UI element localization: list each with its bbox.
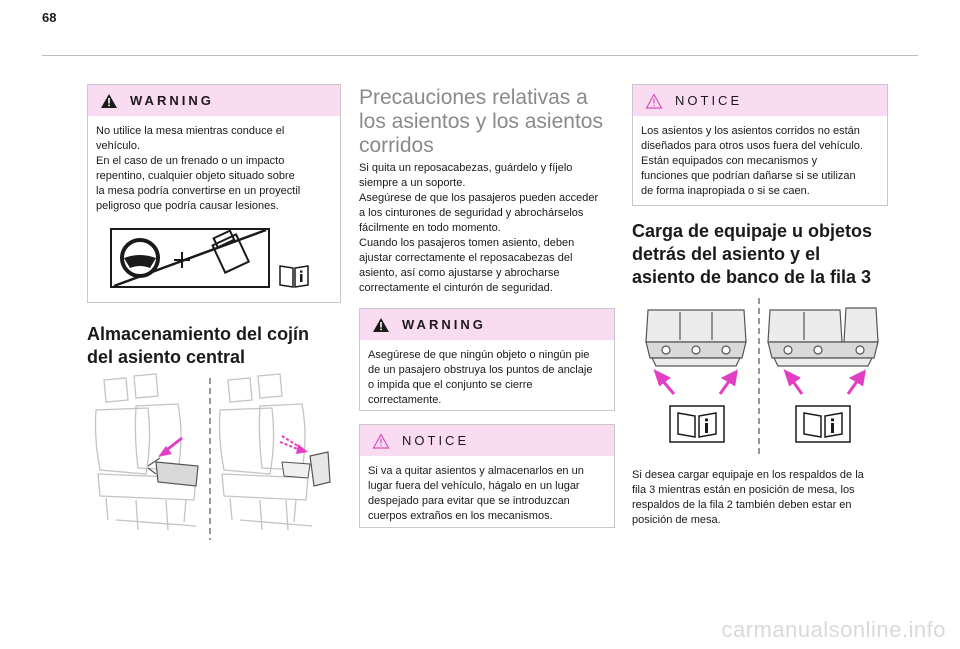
watermark: carmanualsonline.info bbox=[721, 617, 946, 642]
manual-book-icon bbox=[795, 405, 851, 443]
text-line: ajustar correctamente el reposacabezas d… bbox=[359, 252, 573, 264]
title-line: Carga de equipaje u objetos bbox=[632, 221, 873, 241]
text-line: asiento, así como ajustarse y abrocharse bbox=[359, 267, 560, 279]
text-line: respaldos de la fila 2 también deben est… bbox=[632, 499, 852, 511]
text-line: Asegúrese de que los pasajeros pueden ac… bbox=[359, 192, 599, 204]
text-line: Si va a quitar asientos y almacenarlos e… bbox=[368, 465, 584, 477]
text-line: de forma inapropiada o si se caen. bbox=[641, 185, 810, 197]
no-table-while-driving-icon bbox=[110, 228, 270, 288]
text-line: posición de mesa. bbox=[632, 514, 721, 526]
notice-box-seat-removal: NOTICE Si va a quitar asientos y almacen… bbox=[359, 424, 615, 528]
title-line: detrás del asiento y el bbox=[632, 244, 821, 264]
row3-seatback-luggage-illustration bbox=[645, 298, 879, 454]
notice-label: NOTICE bbox=[402, 433, 470, 448]
text-line: Si quita un reposacabezas, guárdelo y fí… bbox=[359, 162, 573, 174]
text-line: correctamente el cinturón de seguridad. bbox=[359, 282, 553, 294]
notice-text: Los asientos y los asientos corridos no … bbox=[633, 116, 887, 199]
top-divider bbox=[42, 55, 918, 56]
text-line: En el caso de un frenado o un impacto bbox=[96, 155, 285, 167]
text-line: siempre a un soporte. bbox=[359, 177, 466, 189]
text-line: Están equipados con mecanismos y bbox=[641, 155, 818, 167]
manual-book-icon bbox=[669, 405, 725, 443]
title-line: del asiento central bbox=[87, 347, 246, 367]
text-line: a los cinturones de seguridad y abrochár… bbox=[359, 207, 584, 219]
text-line: Cuando los pasajeros tomen asiento, debe… bbox=[359, 237, 575, 249]
text-line: Asegúrese de que ningún objeto o ningún … bbox=[368, 349, 590, 361]
section-title-cushion-storage: Almacenamiento del cojín del asiento cen… bbox=[87, 323, 309, 369]
warning-label: WARNING bbox=[130, 93, 214, 108]
text-line: peligroso que podría causar lesiones. bbox=[96, 200, 279, 212]
page-number: 68 bbox=[42, 10, 57, 25]
section-title-seat-precautions: Precauciones relativas a los asientos y … bbox=[359, 86, 603, 158]
text-line: Los asientos y los asientos corridos no … bbox=[641, 125, 860, 137]
warning-header: WARNING bbox=[88, 85, 340, 116]
text-line: o impida que el conjunto se cierre bbox=[368, 379, 533, 391]
notice-box-seat-usage: NOTICE Los asientos y los asientos corri… bbox=[632, 84, 888, 206]
text-line: Si desea cargar equipaje en los respaldo… bbox=[632, 469, 864, 481]
warning-box-table: WARNING No utilice la mesa mientras cond… bbox=[87, 84, 341, 303]
notice-header: NOTICE bbox=[633, 85, 887, 116]
text-line: vehículo. bbox=[96, 140, 141, 152]
text-line: No utilice la mesa mientras conduce el bbox=[96, 125, 285, 137]
text-line: repentino, cualquier objeto situado sobr… bbox=[96, 170, 295, 182]
text-line: correctamente. bbox=[368, 394, 442, 406]
manual-book-icon bbox=[279, 265, 309, 288]
notice-triangle-icon bbox=[372, 432, 390, 449]
notice-triangle-icon bbox=[645, 92, 663, 109]
warning-text: No utilice la mesa mientras conduce el v… bbox=[88, 116, 340, 214]
text-line: fácilmente en todo momento. bbox=[359, 222, 501, 234]
precautions-paragraph: Si quita un reposacabezas, guárdelo y fí… bbox=[359, 161, 598, 296]
warning-triangle-icon bbox=[101, 93, 117, 108]
title-line: Almacenamiento del cojín bbox=[87, 324, 310, 344]
notice-header: NOTICE bbox=[360, 425, 614, 456]
text-line: funciones que podrían dañarse si se util… bbox=[641, 170, 856, 182]
text-line: de un pasajero obstruya los puntos de an… bbox=[368, 364, 593, 376]
title-line: asiento de banco de la fila 3 bbox=[632, 267, 872, 287]
title-line: Precauciones relativas a bbox=[359, 86, 588, 109]
warning-triangle-icon bbox=[373, 317, 389, 332]
title-line: corridos bbox=[359, 134, 434, 157]
warning-text: Asegúrese de que ningún objeto o ningún … bbox=[360, 340, 614, 408]
warning-box-anchorage: WARNING Asegúrese de que ningún objeto o… bbox=[359, 308, 615, 411]
text-line: diseñados para otros usos fuera del vehí… bbox=[641, 140, 863, 152]
text-line: despejado para evitar que se introduzcan bbox=[368, 495, 570, 507]
notice-text: Si va a quitar asientos y almacenarlos e… bbox=[360, 456, 614, 524]
text-line: cuerpos extraños en los mecanismos. bbox=[368, 510, 553, 522]
warning-label: WARNING bbox=[402, 317, 486, 332]
luggage-paragraph: Si desea cargar equipaje en los respaldo… bbox=[632, 468, 864, 528]
notice-label: NOTICE bbox=[675, 93, 743, 108]
section-title-luggage-loading: Carga de equipaje u objetos detrás del a… bbox=[632, 220, 872, 289]
text-line: fila 3 mientras están en posición de mes… bbox=[632, 484, 855, 496]
text-line: la mesa podría convertirse en un proyect… bbox=[96, 185, 301, 197]
text-line: lugar fuera del vehículo, hágalo en un l… bbox=[368, 480, 580, 492]
seat-cushion-storage-illustration bbox=[94, 373, 331, 540]
warning-header: WARNING bbox=[360, 309, 614, 340]
title-line: los asientos y los asientos bbox=[359, 110, 603, 133]
